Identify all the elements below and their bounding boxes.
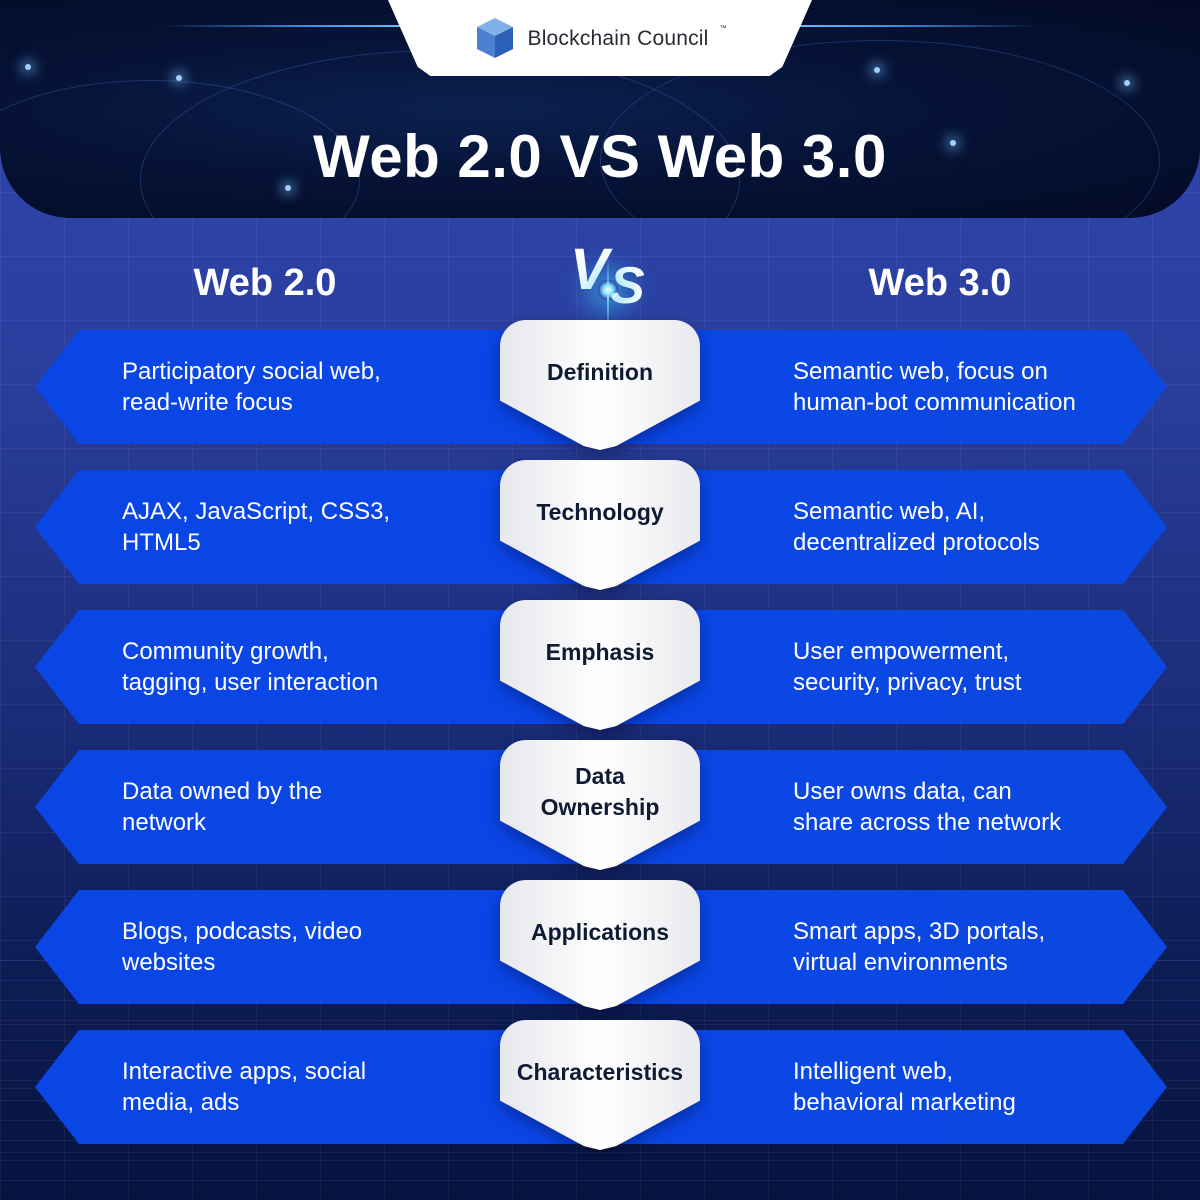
comparison-row-applications: Blogs, podcasts, video websites Smart ap… xyxy=(35,880,1167,1010)
web2-cell: Interactive apps, social media, ads xyxy=(122,1058,367,1116)
trademark-symbol: ™ xyxy=(719,24,727,32)
map-glow-dot xyxy=(25,64,31,70)
map-glow-dot xyxy=(285,185,291,191)
category-label: Applications xyxy=(530,918,669,945)
vs-lens-flare xyxy=(598,280,618,300)
category-badge: Characteristics xyxy=(500,1020,700,1150)
category-label: Emphasis xyxy=(545,638,655,665)
map-glow-dot xyxy=(1124,80,1130,86)
page-title: Web 2.0 VS Web 3.0 xyxy=(313,123,887,190)
accent-line-right xyxy=(800,25,1040,27)
web2-cell: Community growth, tagging, user interact… xyxy=(122,638,379,696)
category-badge: Technology xyxy=(500,460,700,590)
web3-cell: Intelligent web, behavioral marketing xyxy=(793,1058,1016,1116)
brand-name: Blockchain Council xyxy=(527,27,709,50)
web3-cell: Semantic web, focus on human-bot communi… xyxy=(793,358,1076,416)
brand-logo: Blockchain Council ™ xyxy=(388,0,812,76)
category-label: Technology xyxy=(536,498,664,525)
comparison-row-definition: Participatory social web, read-write foc… xyxy=(35,320,1167,450)
category-label: Definition xyxy=(546,358,654,385)
category-badge: Emphasis xyxy=(500,600,700,730)
comparison-row-characteristics: Interactive apps, social media, ads Inte… xyxy=(35,1020,1167,1150)
web2-cell: Blogs, podcasts, video websites xyxy=(122,918,363,976)
column-title-web3: Web 3.0 xyxy=(868,262,1012,304)
web3-cell: User empowerment, security, privacy, tru… xyxy=(793,638,1022,696)
comparison-row-data-ownership: Data owned by the network User owns data… xyxy=(35,740,1167,870)
category-label: Data Ownership xyxy=(540,763,660,820)
map-glow-dot xyxy=(874,67,880,73)
web2-cell: AJAX, JavaScript, CSS3, HTML5 xyxy=(122,498,391,556)
category-label: Characteristics xyxy=(516,1058,684,1085)
map-glow-dot xyxy=(950,140,956,146)
category-badge: Applications xyxy=(500,880,700,1010)
comparison-row-emphasis: Community growth, tagging, user interact… xyxy=(35,600,1167,730)
map-glow-dot xyxy=(176,75,182,81)
vs-emblem: V S xyxy=(560,236,660,336)
blue-cube-icon xyxy=(477,18,514,58)
web3-cell: User owns data, can share across the net… xyxy=(793,778,1062,836)
web2-cell: Participatory social web, read-write foc… xyxy=(122,358,381,416)
comparison-row-technology: AJAX, JavaScript, CSS3, HTML5 Semantic w… xyxy=(35,460,1167,590)
column-title-web2: Web 2.0 xyxy=(193,262,337,304)
web2-cell: Data owned by the network xyxy=(122,778,323,836)
category-badge: Definition xyxy=(500,320,700,450)
web3-cell: Semantic web, AI, decentralized protocol… xyxy=(793,498,1040,556)
web3-cell: Smart apps, 3D portals, virtual environm… xyxy=(793,918,1046,976)
accent-line-left xyxy=(160,25,400,27)
category-badge: Data Ownership xyxy=(500,740,700,870)
